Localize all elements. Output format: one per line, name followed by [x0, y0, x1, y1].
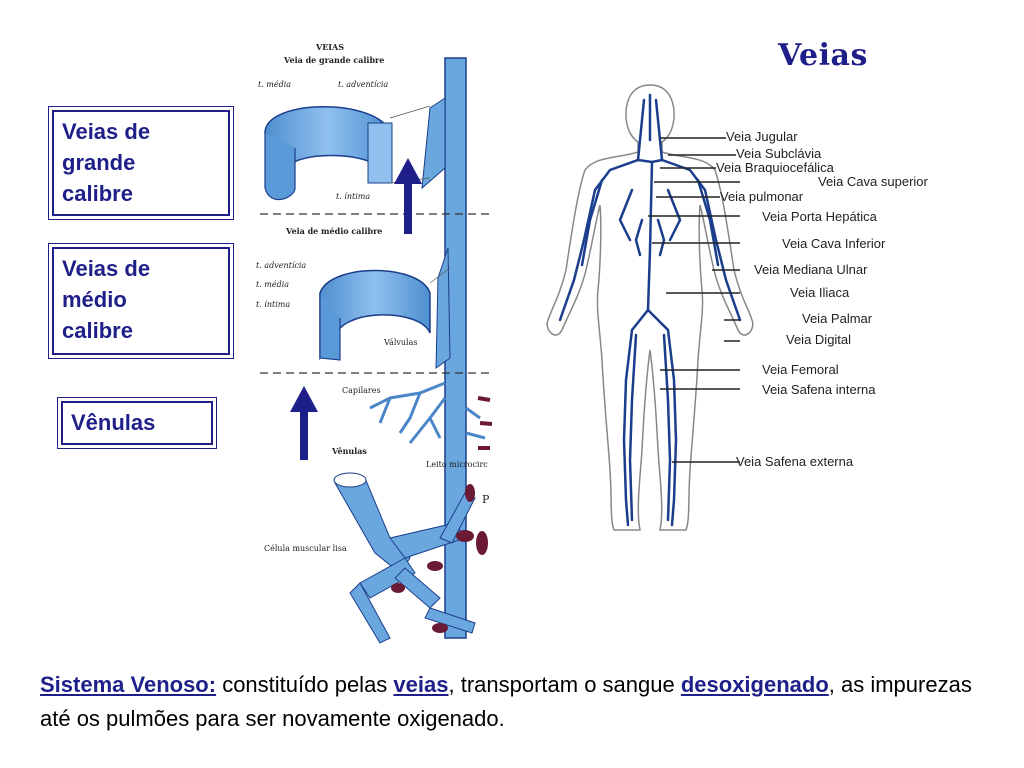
label-veia-jugular: Veia Jugular: [726, 129, 798, 144]
diagram-header: VEIAS: [316, 42, 345, 52]
box-line: calibre: [62, 318, 133, 343]
label-medium-vein: Veia de médio calibre: [286, 226, 383, 236]
vein-structure-diagram: [260, 57, 493, 644]
venule-network: [333, 472, 476, 644]
caption-term: Sistema Venoso:: [40, 672, 217, 697]
caption-paragraph: Sistema Venoso: constituído pelas veias,…: [40, 668, 1000, 736]
box-line: calibre: [62, 181, 133, 206]
label-veia-cava-inferior: Veia Cava Inferior: [782, 236, 886, 251]
slide-title: Veias: [778, 38, 868, 73]
box-large-veins: Veias de grande calibre: [48, 106, 234, 220]
label-leito: Leito microcirc: [426, 460, 488, 469]
label-veia-safena-externa: Veia Safena externa: [736, 454, 854, 469]
label-veia-palmar: Veia Palmar: [802, 311, 873, 326]
caption-text: , as impurezas até os pulmões para ser n…: [40, 672, 972, 731]
up-arrow-icon: [290, 386, 318, 460]
label-large-adventicia: t. adventícia: [338, 80, 389, 89]
human-body-venous-diagram: [546, 84, 754, 531]
caption-text: constituído pelas: [216, 672, 394, 697]
label-veia-iliaca: Veia Iliaca: [790, 285, 850, 300]
label-veia-digital: Veia Digital: [786, 332, 852, 347]
label-p: P: [482, 493, 490, 506]
body-outline: [546, 84, 754, 531]
box-line: médio: [62, 287, 127, 312]
box-venules: Vênulas: [57, 397, 217, 449]
label-veia-pulmonar: Veia pulmonar: [720, 189, 804, 204]
label-large-intima: t. íntima: [336, 192, 371, 201]
label-veia-braquiocefalica: Veia Braquiocefálica: [716, 160, 834, 175]
large-vein-section: [264, 105, 431, 201]
leader-lines: [648, 137, 740, 463]
label-venulas: Vênulas: [332, 446, 367, 456]
medium-vein-section: [319, 267, 451, 361]
up-arrow-icon: [394, 158, 422, 234]
label-veia-mediana-ulnar: Veia Mediana Ulnar: [754, 262, 868, 277]
capillary-network: [369, 381, 486, 444]
label-veia-safena-interna: Veia Safena interna: [762, 382, 876, 397]
label-med-media: t. média: [256, 280, 290, 289]
box-line: Veias de: [62, 119, 151, 144]
label-veia-femoral: Veia Femoral: [762, 362, 839, 377]
label-veia-cava-superior: Veia Cava superior: [818, 174, 928, 189]
caption-text: , transportam o sangue: [448, 672, 681, 697]
label-large-vein: Veia de grande calibre: [284, 55, 385, 65]
label-celula: Célula muscular lisa: [264, 544, 347, 553]
box-line: grande: [62, 150, 136, 175]
box-line: Vênulas: [71, 410, 156, 435]
label-med-intima: t. íntima: [256, 300, 291, 309]
label-capilares: Capilares: [342, 386, 381, 395]
box-medium-veins: Veias de médio calibre: [48, 243, 234, 359]
label-large-media: t. média: [258, 80, 292, 89]
label-med-adventicia: t. adventícia: [256, 261, 307, 270]
label-veia-subclavia: Veia Subclávia: [736, 146, 822, 161]
caption-veias: veias: [393, 672, 449, 697]
label-veia-porta-hepatica: Veia Porta Hepática: [762, 209, 877, 224]
label-valvulas: Válvulas: [384, 338, 418, 347]
caption-desoxigenado: desoxigenado: [680, 672, 829, 697]
main-vein-shape: [444, 57, 467, 639]
box-line: Veias de: [62, 256, 151, 281]
